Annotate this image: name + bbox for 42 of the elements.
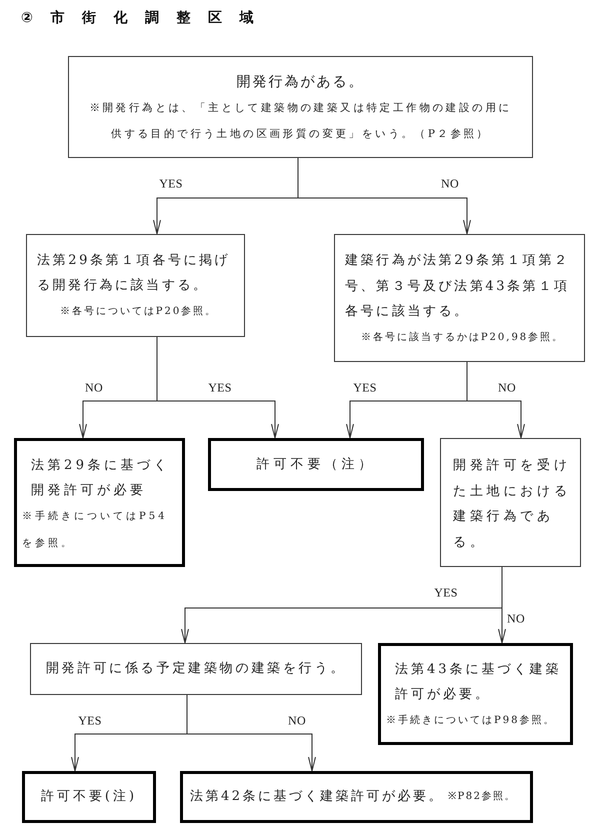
result-box: [378, 643, 573, 745]
box-text: 開発行為がある。: [236, 73, 366, 92]
result-box: [180, 771, 533, 823]
box-text: 許可不要（注）: [256, 456, 376, 474]
decision-box: [440, 438, 581, 567]
result-box: [14, 438, 185, 567]
box-text: 建築行為が法第29条第１項第２号、第３号及び法第43条第１項各号に該当する。: [345, 252, 571, 321]
connector-arrow: [156, 336, 279, 438]
edge-label: YES: [78, 714, 102, 728]
decision-box: [26, 234, 245, 337]
box-text: 法第42条に基づく建築許可が必要。: [190, 788, 444, 806]
edge-label: YES: [208, 382, 232, 394]
note-text: ※手続きについてはP98参照。: [386, 714, 556, 728]
box-text: 法第29条に基づく開発許可が必要: [31, 457, 172, 500]
note-text: ※手続きについてはP54を参照。: [22, 510, 168, 551]
box-text: 開発許可に係る予定建築物の建築を行う。: [44, 660, 348, 678]
note-text: ※開発行為とは、「主として建築物の建築又は特定工作物の建設の用に供する目的で行う土地の区画形質の変更」をいう。（P２参照）: [88, 101, 513, 142]
note-text: ※P82参照。: [448, 790, 516, 804]
edge-label: NO: [85, 382, 103, 394]
connector-arrow: [466, 362, 525, 438]
decision-box: [68, 56, 533, 158]
edge-label: NO: [507, 612, 525, 626]
edge-label: YES: [434, 586, 458, 600]
note-text: ※各号についてはP20参照。: [58, 304, 218, 319]
result-box: [208, 438, 424, 491]
box-text: 法第43条に基づく建築許可が必要。: [395, 661, 563, 704]
connector-arrow: [298, 158, 471, 234]
note-text: ※各号に該当するかはP20,98参照。: [360, 330, 566, 344]
edge-label: NO: [498, 382, 516, 394]
result-box: [22, 771, 156, 823]
decision-box: [30, 643, 362, 695]
edge-label: YES: [353, 382, 377, 394]
box-text: 開発許可を受けた土地における建築行為である。: [453, 457, 572, 552]
edge-label: NO: [441, 178, 459, 190]
edge-label: NO: [288, 714, 306, 728]
box-text: 許可不要(注): [40, 788, 138, 806]
connector-arrow: [186, 694, 316, 772]
connector-arrow: [498, 566, 506, 644]
decision-box: [334, 234, 585, 362]
heading: ②市街化調整区域: [21, 8, 271, 28]
edge-label: YES: [159, 178, 183, 190]
box-text: 法第29条第１項各号に掲げる開発行為に該当する。: [37, 252, 232, 295]
